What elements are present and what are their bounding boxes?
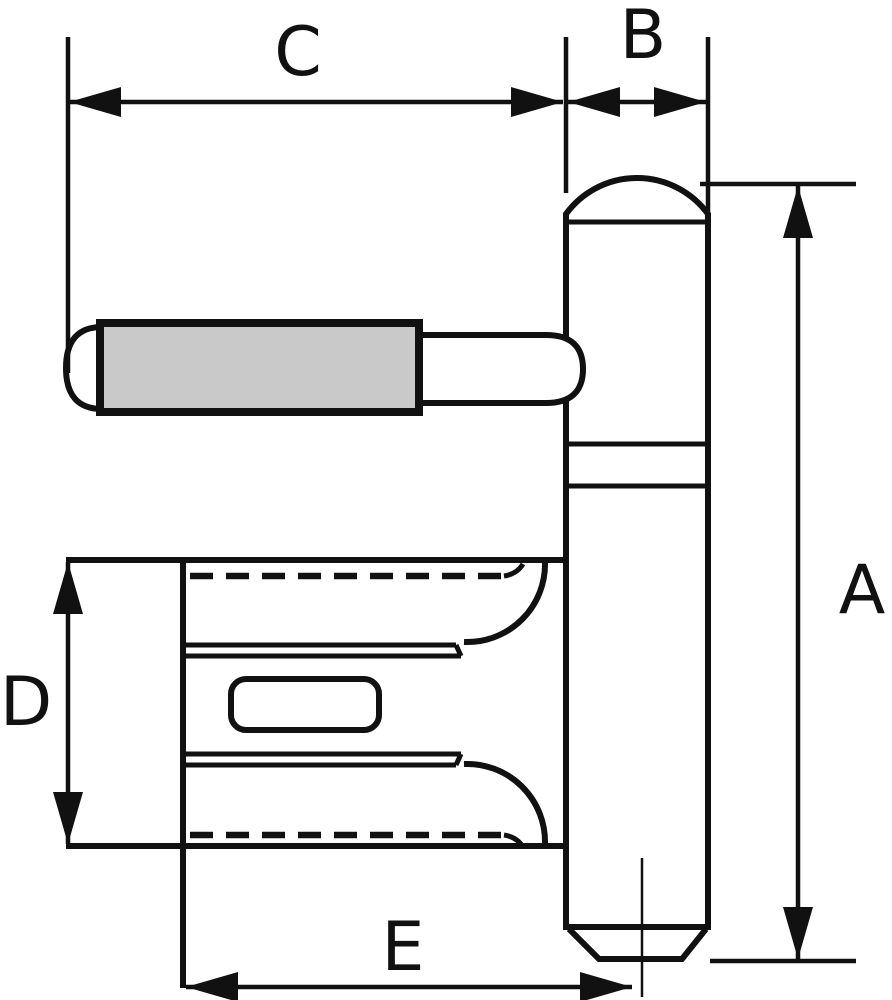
arrowhead-up — [53, 562, 83, 614]
arrowhead-left — [186, 972, 238, 1000]
dimension-c: C — [65, 13, 563, 373]
dimension-label-a: A — [839, 551, 886, 630]
arrowhead-down — [783, 907, 813, 959]
arrowhead-down — [53, 792, 83, 844]
arrowhead-left — [69, 87, 121, 117]
dimension-label-c: C — [274, 13, 321, 92]
arrowhead-up — [783, 186, 813, 238]
sleeve-slot — [228, 676, 382, 733]
hinge-barrel — [563, 174, 711, 962]
sleeve-flare-arc-top — [463, 561, 549, 646]
pin-shaft — [417, 332, 587, 406]
mounting-sleeve — [66, 557, 569, 988]
barrel-tip-chamfer — [566, 926, 709, 962]
thread-end-hook-top — [503, 562, 526, 579]
thread-end-hook-bottom — [503, 832, 526, 849]
dimension-d: D — [0, 562, 83, 844]
arrowhead-left — [568, 87, 620, 117]
arrowhead-right — [511, 87, 563, 117]
hinge-pin — [62, 319, 587, 416]
sleeve-channel-upper-step — [453, 643, 464, 658]
dimension-a: A — [700, 181, 886, 964]
dimension-label-e: E — [382, 908, 425, 987]
dimension-label-b: B — [620, 0, 667, 75]
sleeve-channel-lower-step — [453, 752, 464, 767]
dimension-label-d: D — [0, 663, 52, 742]
sleeve-flare-arc-bottom — [463, 760, 549, 845]
dimension-e: E — [186, 908, 632, 1000]
arrowhead-right — [654, 87, 706, 117]
arrowhead-right — [580, 972, 632, 1000]
barrel-outline — [563, 174, 711, 930]
pin-head — [96, 319, 423, 416]
